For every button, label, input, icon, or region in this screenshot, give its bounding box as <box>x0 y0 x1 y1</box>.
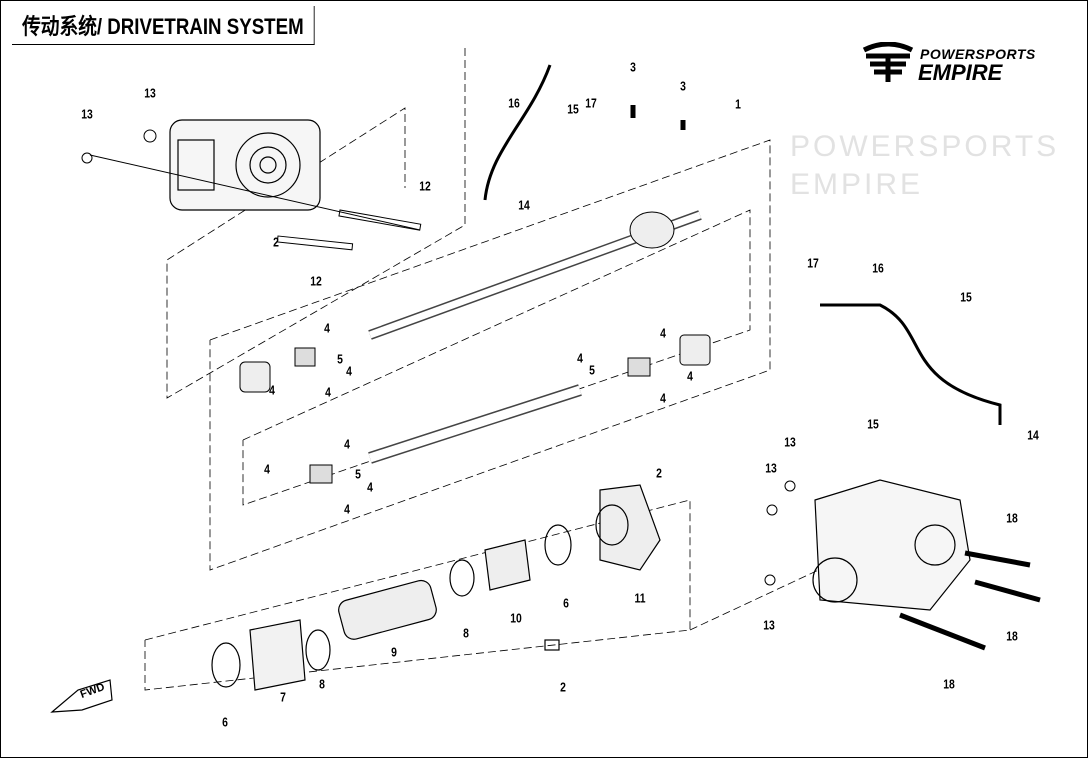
part-callout: 5 <box>337 351 343 367</box>
part-callout: 14 <box>1027 427 1039 443</box>
part-callout: 1 <box>735 96 741 112</box>
rear-differential <box>812 479 971 611</box>
part-callout: 18 <box>943 676 955 692</box>
logo-line2: EMPIRE <box>918 60 1003 85</box>
part-callout: 2 <box>273 234 279 250</box>
front-differential <box>169 119 321 211</box>
part-callout: 8 <box>319 676 325 692</box>
part-callout: 8 <box>463 625 469 641</box>
part-callout: 4 <box>367 479 373 495</box>
part-callout: 13 <box>765 460 777 476</box>
brand-logo: POWERSPORTS EMPIRE <box>860 42 1060 86</box>
fwd-arrow <box>50 679 113 713</box>
part-callout: 6 <box>563 595 569 611</box>
part-callout: 2 <box>560 679 566 695</box>
part-callout: 15 <box>960 289 972 305</box>
part-callout: 3 <box>630 59 636 75</box>
part-callout: 13 <box>784 434 796 450</box>
logo-line1: POWERSPORTS <box>920 46 1036 62</box>
part-callout: 15 <box>567 101 579 117</box>
part-callout: 5 <box>589 362 595 378</box>
part-callout: 6 <box>222 714 228 730</box>
part-callout: 3 <box>680 78 686 94</box>
part-callout: 7 <box>280 689 286 705</box>
logo-emblem-icon <box>862 42 914 82</box>
part-callout: 4 <box>344 501 350 517</box>
part-callout: 4 <box>687 368 693 384</box>
part-callout: 16 <box>508 95 520 111</box>
nut-13 <box>81 152 93 164</box>
part-callout: 4 <box>577 350 583 366</box>
part-callout: 2 <box>656 465 662 481</box>
part-callout: 11 <box>634 590 646 606</box>
part-callout: 9 <box>391 644 397 660</box>
part-callout: 12 <box>419 178 431 194</box>
part-callout: 4 <box>324 320 330 336</box>
part-callout: 16 <box>872 260 884 276</box>
part-callout: 17 <box>807 255 819 271</box>
part-callout: 4 <box>346 363 352 379</box>
watermark: POWERSPORTS EMPIRE <box>790 130 1060 201</box>
part-callout: 13 <box>763 617 775 633</box>
part-callout: 4 <box>325 384 331 400</box>
part-callout: 13 <box>81 106 93 122</box>
coupler-assembly <box>211 484 661 691</box>
part-callout: 10 <box>510 610 522 626</box>
part-callout: 4 <box>269 382 275 398</box>
bolt-12 <box>89 154 421 231</box>
part-callout: 4 <box>660 390 666 406</box>
part-callout: 4 <box>264 461 270 477</box>
page-title: 传动系统/ DRIVETRAIN SYSTEM <box>12 6 315 45</box>
part-callout: 15 <box>867 416 879 432</box>
part-callout: 4 <box>660 325 666 341</box>
part-callout: 5 <box>355 466 361 482</box>
part-callout: 14 <box>518 197 530 213</box>
part-callout: 12 <box>310 273 322 289</box>
part-callout: 18 <box>1006 628 1018 644</box>
part-callout: 18 <box>1006 510 1018 526</box>
part-callout: 13 <box>144 85 156 101</box>
part-callout: 17 <box>585 95 597 111</box>
part-callout: 4 <box>344 436 350 452</box>
